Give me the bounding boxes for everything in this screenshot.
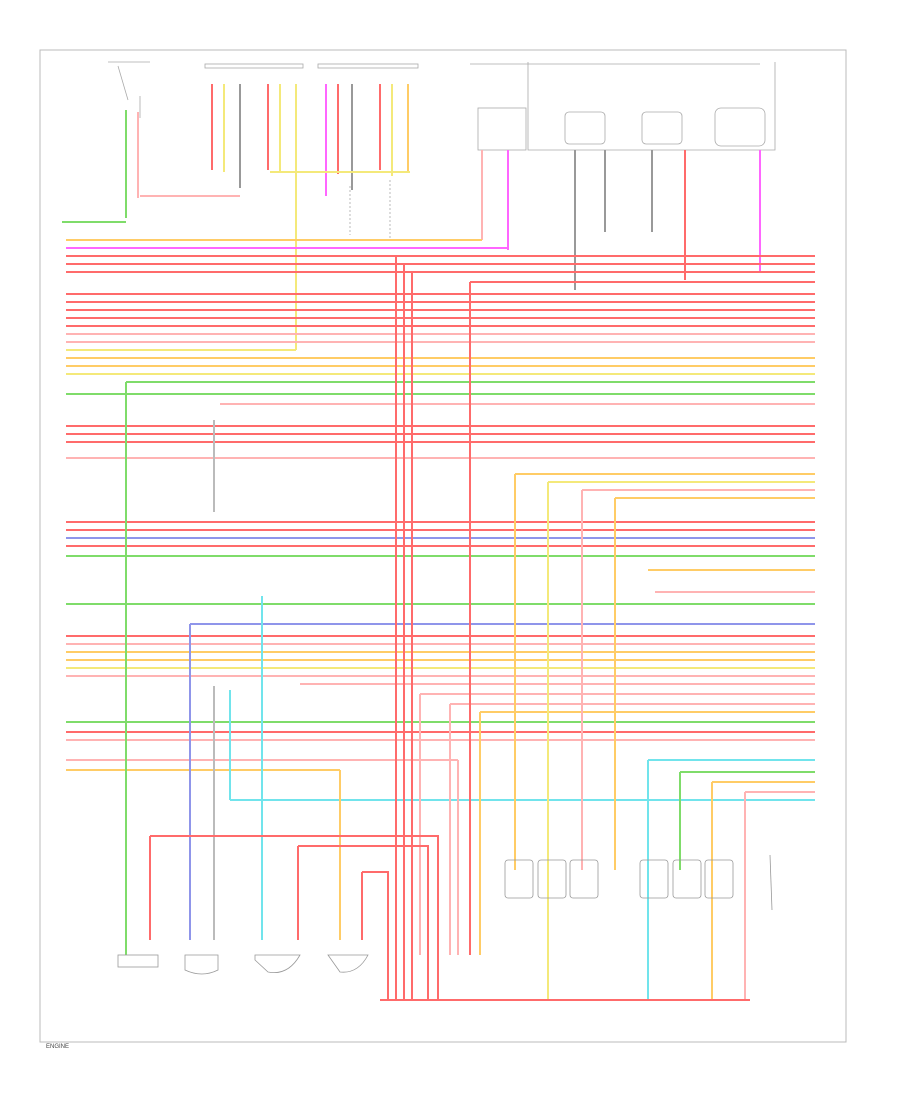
- vertical-wires-top: [125, 84, 761, 350]
- bottom-modules: [117, 854, 773, 975]
- top-components: [108, 61, 776, 240]
- diagram-border: [39, 49, 847, 1043]
- vertical-wires-trunks: [125, 256, 750, 1001]
- horizontal-wires: [62, 221, 815, 801]
- page-reference: ENGINE: [46, 1044, 69, 1050]
